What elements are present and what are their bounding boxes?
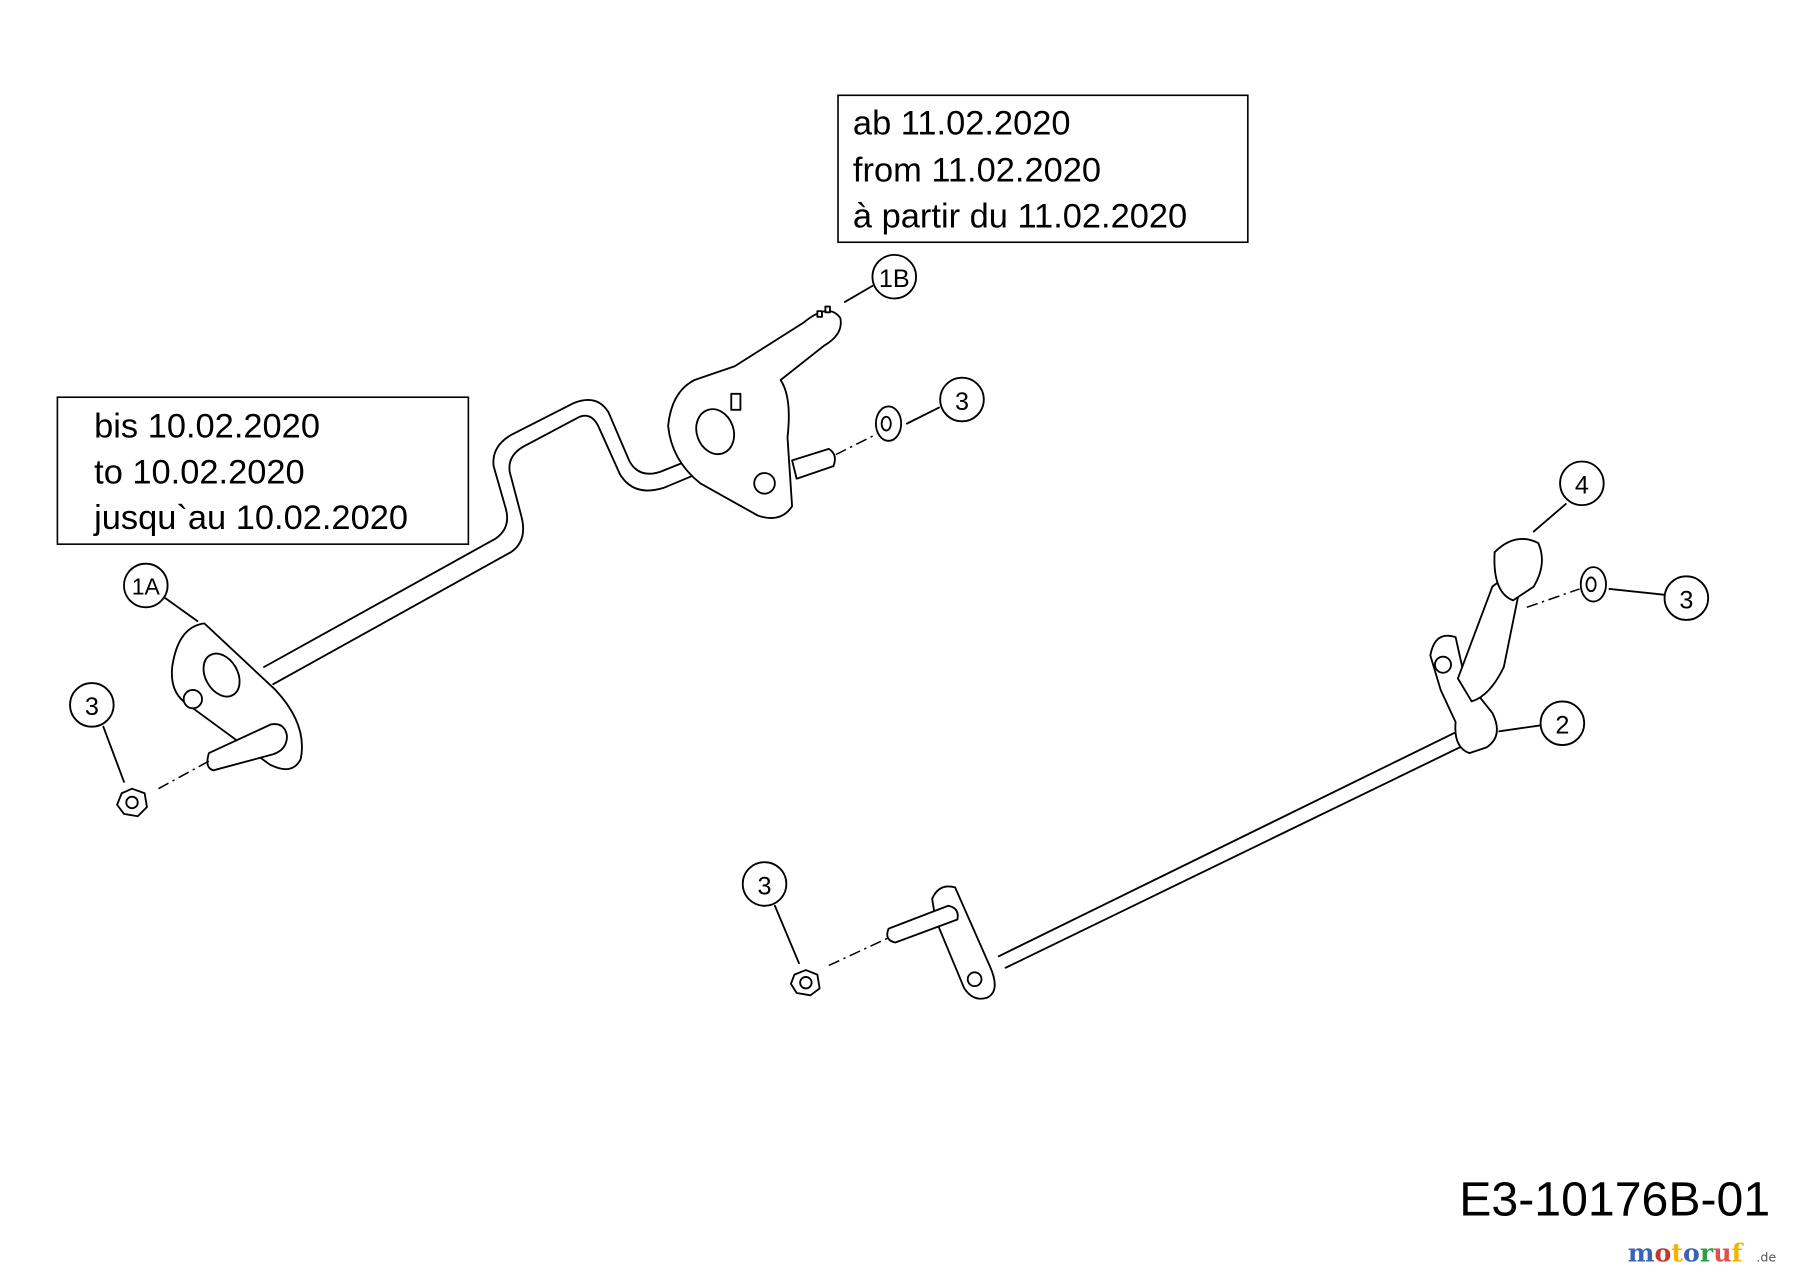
note-line: bis 10.02.2020 <box>94 407 320 445</box>
note-line: from 11.02.2020 <box>853 151 1101 189</box>
callout-1a: 1A <box>123 562 169 609</box>
callout-4: 4 <box>1559 460 1605 507</box>
callout-3: 3 <box>69 682 115 728</box>
svg-text:motoruf: motoruf <box>1628 1238 1745 1268</box>
callout-2: 2 <box>1539 700 1586 746</box>
note-line: jusqu`au 10.02.2020 <box>93 499 408 537</box>
axle-part-2 <box>886 538 1543 1000</box>
motoruf-watermark-logo: motoruf .de <box>1628 1238 1777 1268</box>
callout-label: 3 <box>1679 586 1693 614</box>
nut <box>790 969 821 997</box>
flange-nut <box>874 405 903 442</box>
note-until-date: bis 10.02.2020 to 10.02.2020 jusqu`au 10… <box>56 396 470 545</box>
diagram-code: E3-10176B-01 <box>1459 1173 1770 1227</box>
callout-1b: 1B <box>871 253 917 300</box>
callout-label: 1B <box>879 265 910 293</box>
nut <box>116 787 148 818</box>
note-line: à partir du 11.02.2020 <box>853 197 1187 235</box>
callout-label: 3 <box>955 388 969 416</box>
watermark-tld: .de <box>1756 1250 1776 1265</box>
callout-label: 4 <box>1575 472 1589 500</box>
axle-part-1 <box>170 305 842 772</box>
callout-label: 2 <box>1555 712 1569 740</box>
note-line: to 10.02.2020 <box>94 453 305 491</box>
callout-3: 3 <box>939 376 985 423</box>
callout-label: 3 <box>85 693 99 721</box>
note-from-date: ab 11.02.2020 from 11.02.2020 à partir d… <box>837 94 1249 244</box>
callout-3: 3 <box>1663 575 1710 621</box>
callout-label: 3 <box>758 872 772 900</box>
flange-nut <box>1579 566 1607 603</box>
note-line: ab 11.02.2020 <box>853 104 1071 142</box>
callout-label: 1A <box>132 574 161 600</box>
callout-3: 3 <box>741 861 788 907</box>
